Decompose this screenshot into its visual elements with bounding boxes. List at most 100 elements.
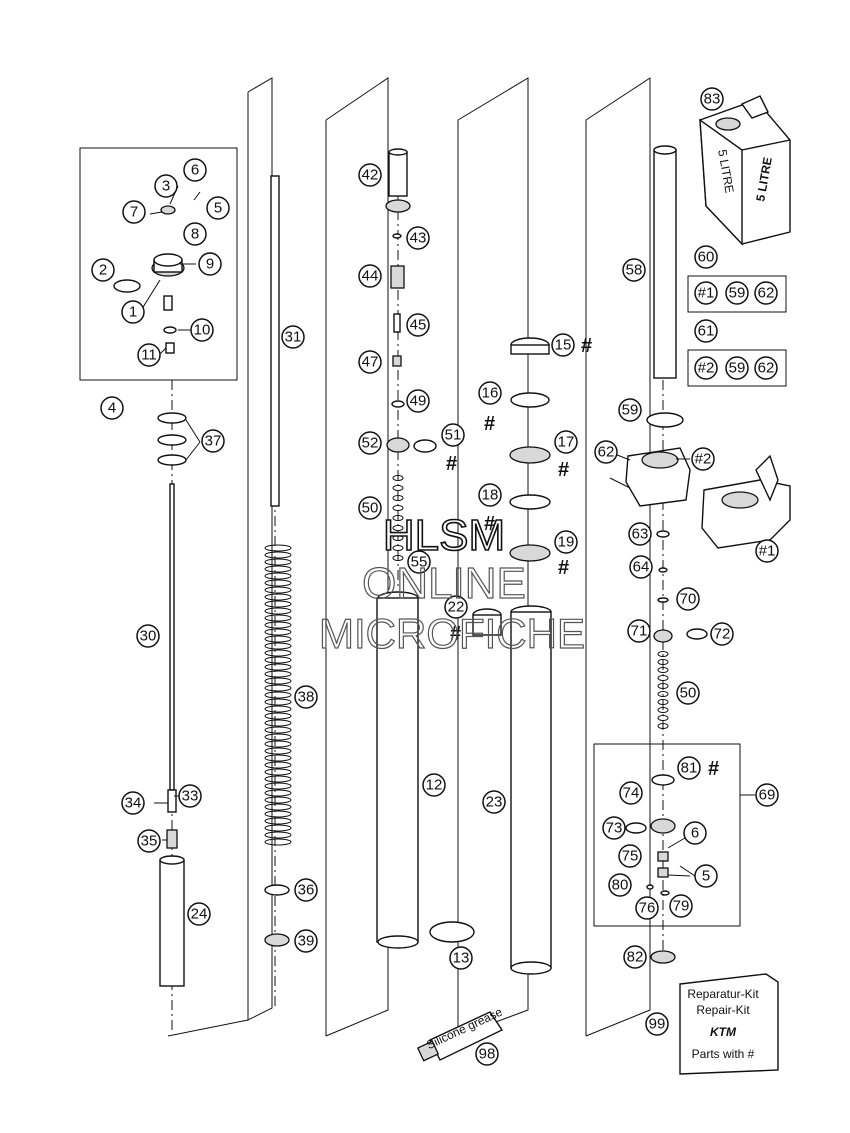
callout-43[interactable]: 43 bbox=[406, 226, 430, 250]
callout-34[interactable]: 34 bbox=[121, 791, 145, 815]
callout-60[interactable]: 60 bbox=[694, 245, 718, 269]
callout-35[interactable]: 35 bbox=[137, 829, 161, 853]
callout-74[interactable]: 74 bbox=[619, 781, 643, 805]
callout-62[interactable]: 62 bbox=[594, 440, 618, 464]
group60-59[interactable]: 59 bbox=[725, 281, 749, 305]
spring-coil bbox=[264, 642, 292, 650]
callout-69[interactable]: 69 bbox=[755, 783, 779, 807]
callout-16[interactable]: 16 bbox=[478, 381, 502, 405]
spring-coil bbox=[264, 600, 292, 608]
callout-99[interactable]: 99 bbox=[645, 1012, 669, 1036]
callout-17[interactable]: 17 bbox=[554, 430, 578, 454]
callout-12[interactable]: 12 bbox=[422, 773, 446, 797]
shim-washer bbox=[392, 515, 404, 521]
callout-44[interactable]: 44 bbox=[358, 264, 382, 288]
callout-36[interactable]: 36 bbox=[294, 878, 318, 902]
callout-50a[interactable]: 50 bbox=[358, 496, 382, 520]
callout-82[interactable]: 82 bbox=[623, 945, 647, 969]
spring-coil bbox=[264, 670, 292, 678]
callout-64[interactable]: 64 bbox=[629, 555, 653, 579]
callout-61[interactable]: 61 bbox=[694, 319, 718, 343]
callout-11[interactable]: 11 bbox=[137, 343, 161, 367]
callout-47[interactable]: 47 bbox=[358, 350, 382, 374]
shim-washer bbox=[392, 535, 404, 541]
spring-coil bbox=[264, 733, 292, 741]
svg-text:#1: #1 bbox=[698, 285, 715, 302]
callout-2[interactable]: 2 bbox=[91, 258, 115, 282]
callout-4[interactable]: 4 bbox=[100, 396, 124, 420]
svg-text:50: 50 bbox=[362, 500, 379, 517]
callout-58[interactable]: 58 bbox=[622, 258, 646, 282]
spring-coil bbox=[264, 614, 292, 622]
callout-45[interactable]: 45 bbox=[406, 313, 430, 337]
callout-6[interactable]: 6 bbox=[183, 158, 207, 182]
spring-coil bbox=[264, 607, 292, 615]
spring-coil bbox=[264, 579, 292, 587]
callout-22[interactable]: 22 bbox=[444, 595, 468, 619]
clamp-sub2[interactable]: #2 bbox=[691, 447, 715, 471]
callout-50b[interactable]: 50 bbox=[676, 681, 700, 705]
callout-7[interactable]: 7 bbox=[122, 200, 146, 224]
group61-59[interactable]: 59 bbox=[725, 356, 749, 380]
callout-73[interactable]: 73 bbox=[602, 816, 626, 840]
callout-38[interactable]: 38 bbox=[294, 685, 318, 709]
kit-brand: KTM bbox=[710, 1025, 737, 1039]
callout-72[interactable]: 72 bbox=[710, 622, 734, 646]
callout-23[interactable]: 23 bbox=[482, 790, 506, 814]
callout-71[interactable]: 71 bbox=[627, 619, 651, 643]
hash-16: # bbox=[484, 413, 495, 435]
callout-1[interactable]: 1 bbox=[121, 300, 145, 324]
oil-can: 5 LITRE 5 LITRE bbox=[699, 95, 791, 246]
callout-15[interactable]: 15 bbox=[551, 333, 575, 357]
callout-75[interactable]: 75 bbox=[618, 844, 642, 868]
group61-62[interactable]: 62 bbox=[754, 356, 778, 380]
callout-10[interactable]: 10 bbox=[190, 318, 214, 342]
spring-coil bbox=[264, 691, 292, 699]
svg-text:79: 79 bbox=[673, 898, 690, 915]
callout-70[interactable]: 70 bbox=[676, 587, 700, 611]
callout-79[interactable]: 79 bbox=[669, 894, 693, 918]
callout-52[interactable]: 52 bbox=[358, 431, 382, 455]
group60-62[interactable]: 62 bbox=[754, 281, 778, 305]
callout-5b[interactable]: 5 bbox=[694, 864, 718, 888]
callout-3[interactable]: 3 bbox=[154, 174, 178, 198]
callout-5[interactable]: 5 bbox=[206, 196, 230, 220]
svg-text:39: 39 bbox=[298, 933, 315, 950]
svg-text:33: 33 bbox=[182, 788, 199, 805]
svg-text:7: 7 bbox=[130, 204, 138, 221]
callout-51[interactable]: 51 bbox=[441, 423, 465, 447]
svg-text:59: 59 bbox=[622, 402, 639, 419]
hash-19: # bbox=[558, 557, 569, 579]
callout-49[interactable]: 49 bbox=[406, 389, 430, 413]
callout-76[interactable]: 76 bbox=[635, 896, 659, 920]
kit-line-1: Reparatur-Kit bbox=[687, 987, 759, 1001]
callout-39[interactable]: 39 bbox=[294, 929, 318, 953]
spring-coil bbox=[264, 572, 292, 580]
callout-8[interactable]: 8 bbox=[183, 222, 207, 246]
group60-sub1[interactable]: #1 bbox=[694, 281, 718, 305]
shim-washer bbox=[657, 723, 669, 729]
callout-42[interactable]: 42 bbox=[358, 163, 382, 187]
callout-30[interactable]: 30 bbox=[136, 624, 160, 648]
callout-31[interactable]: 31 bbox=[281, 325, 305, 349]
callout-37[interactable]: 37 bbox=[201, 429, 225, 453]
callout-18[interactable]: 18 bbox=[478, 483, 502, 507]
callout-59[interactable]: 59 bbox=[618, 398, 642, 422]
callout-98[interactable]: 98 bbox=[475, 1042, 499, 1066]
callout-19[interactable]: 19 bbox=[554, 530, 578, 554]
callout-24[interactable]: 24 bbox=[187, 902, 211, 926]
callout-55[interactable]: 55 bbox=[407, 550, 431, 574]
callout-81[interactable]: 81 bbox=[677, 756, 701, 780]
callout-13[interactable]: 13 bbox=[449, 946, 473, 970]
callout-80[interactable]: 80 bbox=[608, 873, 632, 897]
callout-6b[interactable]: 6 bbox=[683, 821, 707, 845]
group-box-4 bbox=[79, 147, 238, 381]
clamp-sub1[interactable]: #1 bbox=[755, 539, 779, 563]
callout-63[interactable]: 63 bbox=[628, 522, 652, 546]
shim-washer bbox=[657, 667, 669, 673]
callout-83[interactable]: 83 bbox=[700, 87, 724, 111]
callout-9[interactable]: 9 bbox=[198, 252, 222, 276]
svg-text:17: 17 bbox=[558, 434, 575, 451]
callout-33[interactable]: 33 bbox=[178, 784, 202, 808]
group61-sub2[interactable]: #2 bbox=[694, 356, 718, 380]
